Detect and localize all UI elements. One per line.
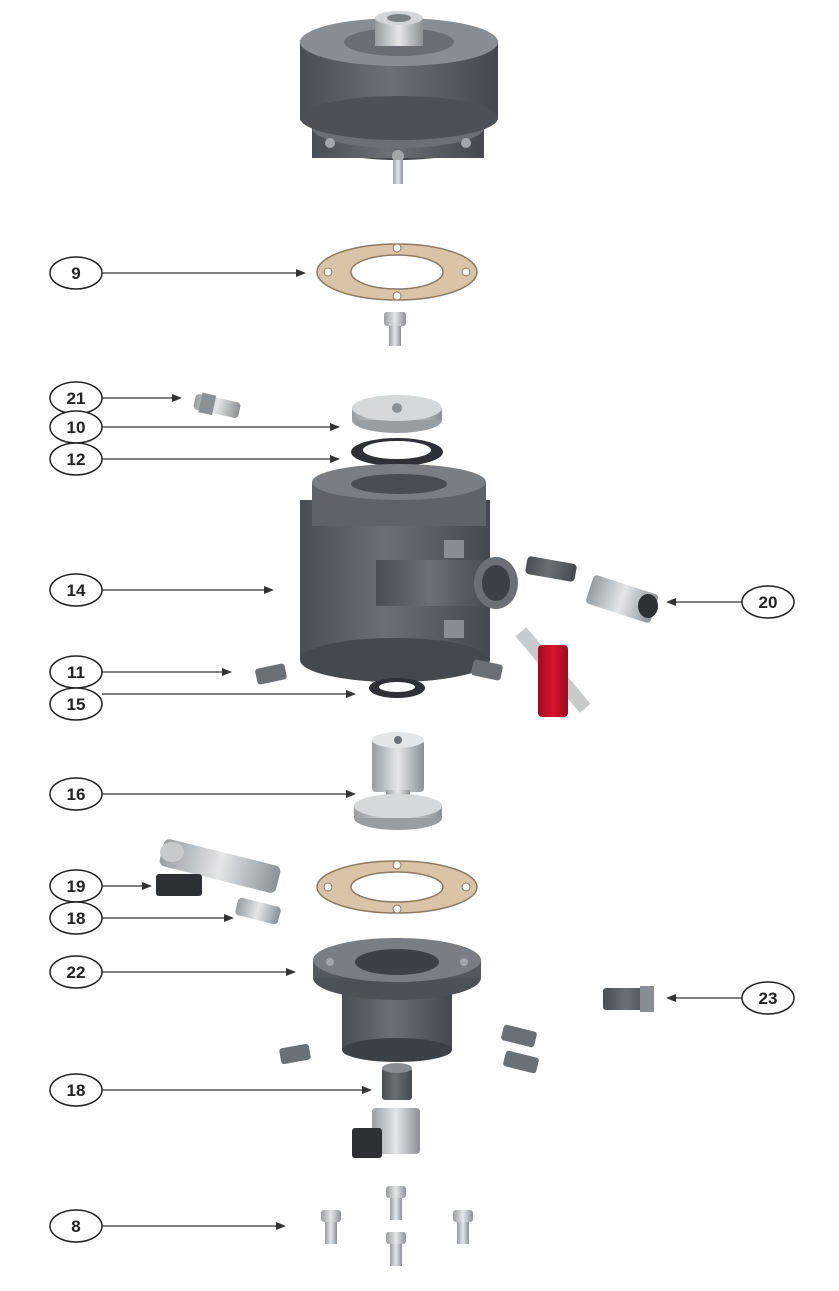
- callout-number: 16: [67, 785, 86, 804]
- callout-11: 11: [49, 655, 103, 689]
- arrowhead: [346, 790, 356, 798]
- callout-number: 22: [67, 963, 86, 982]
- callout-number: 15: [67, 695, 86, 714]
- callout-12: 12: [49, 442, 103, 476]
- fitting-21: [193, 392, 241, 418]
- arrowhead: [222, 668, 232, 676]
- callout-15: 15: [49, 687, 103, 721]
- arrowhead: [286, 968, 296, 976]
- callout-number: 12: [67, 450, 86, 469]
- callout-21: 21: [49, 381, 103, 415]
- piston-16: [354, 732, 442, 830]
- callouts: 9 21 10 12 14 20 11 15: [49, 256, 795, 1243]
- callout-number: 21: [67, 389, 86, 408]
- callout-10: 10: [49, 410, 103, 444]
- callout-number: 23: [759, 989, 778, 1008]
- callout-number: 19: [67, 877, 86, 896]
- cap-10: [352, 395, 442, 433]
- callout-20: 20: [741, 585, 795, 619]
- callout-19: 19: [49, 869, 103, 903]
- callout-number: 20: [759, 593, 778, 612]
- callout-8: 8: [49, 1209, 103, 1243]
- bolts-8: [321, 1186, 473, 1266]
- callout-18-upper: 18: [49, 901, 103, 935]
- fitting-11: [255, 659, 503, 685]
- callout-18-lower: 18: [49, 1073, 103, 1107]
- callout-23: 23: [741, 981, 795, 1015]
- arrowhead: [362, 1086, 372, 1094]
- arrowhead: [666, 994, 676, 1002]
- oring-15: [369, 678, 425, 698]
- oring-12: [351, 438, 443, 466]
- arrowhead: [330, 455, 340, 463]
- arrowhead: [330, 423, 340, 431]
- callout-14: 14: [49, 573, 103, 607]
- gasket-top: [316, 243, 478, 301]
- base-flange-22: [313, 938, 481, 1062]
- callout-number: 9: [71, 264, 80, 283]
- arrowhead: [276, 1222, 286, 1230]
- small-fittings: [279, 1024, 539, 1074]
- callout-number: 18: [67, 1081, 86, 1100]
- valve-body-14: [300, 464, 518, 682]
- callout-number: 14: [67, 581, 86, 600]
- hand-valve-20: [515, 556, 658, 717]
- fitting-23: [603, 986, 654, 1012]
- callout-9: 9: [49, 256, 103, 290]
- callout-number: 18: [67, 909, 86, 928]
- callout-16: 16: [49, 777, 103, 811]
- arrowhead: [172, 394, 182, 402]
- arrowhead: [264, 586, 274, 594]
- arrowhead: [224, 914, 234, 922]
- arrowhead: [142, 882, 152, 890]
- callout-22: 22: [49, 955, 103, 989]
- actuator-assembly: [300, 11, 498, 184]
- bolt-top: [384, 312, 406, 346]
- arrowhead: [346, 690, 356, 698]
- solenoid-assembly: [352, 1063, 420, 1158]
- arrowhead: [296, 269, 306, 277]
- arrowhead: [666, 598, 676, 606]
- callout-number: 11: [67, 663, 85, 682]
- gasket-bottom: [316, 860, 478, 914]
- callout-number: 8: [71, 1217, 80, 1236]
- manifold-19: [156, 839, 281, 925]
- callout-number: 10: [67, 418, 86, 437]
